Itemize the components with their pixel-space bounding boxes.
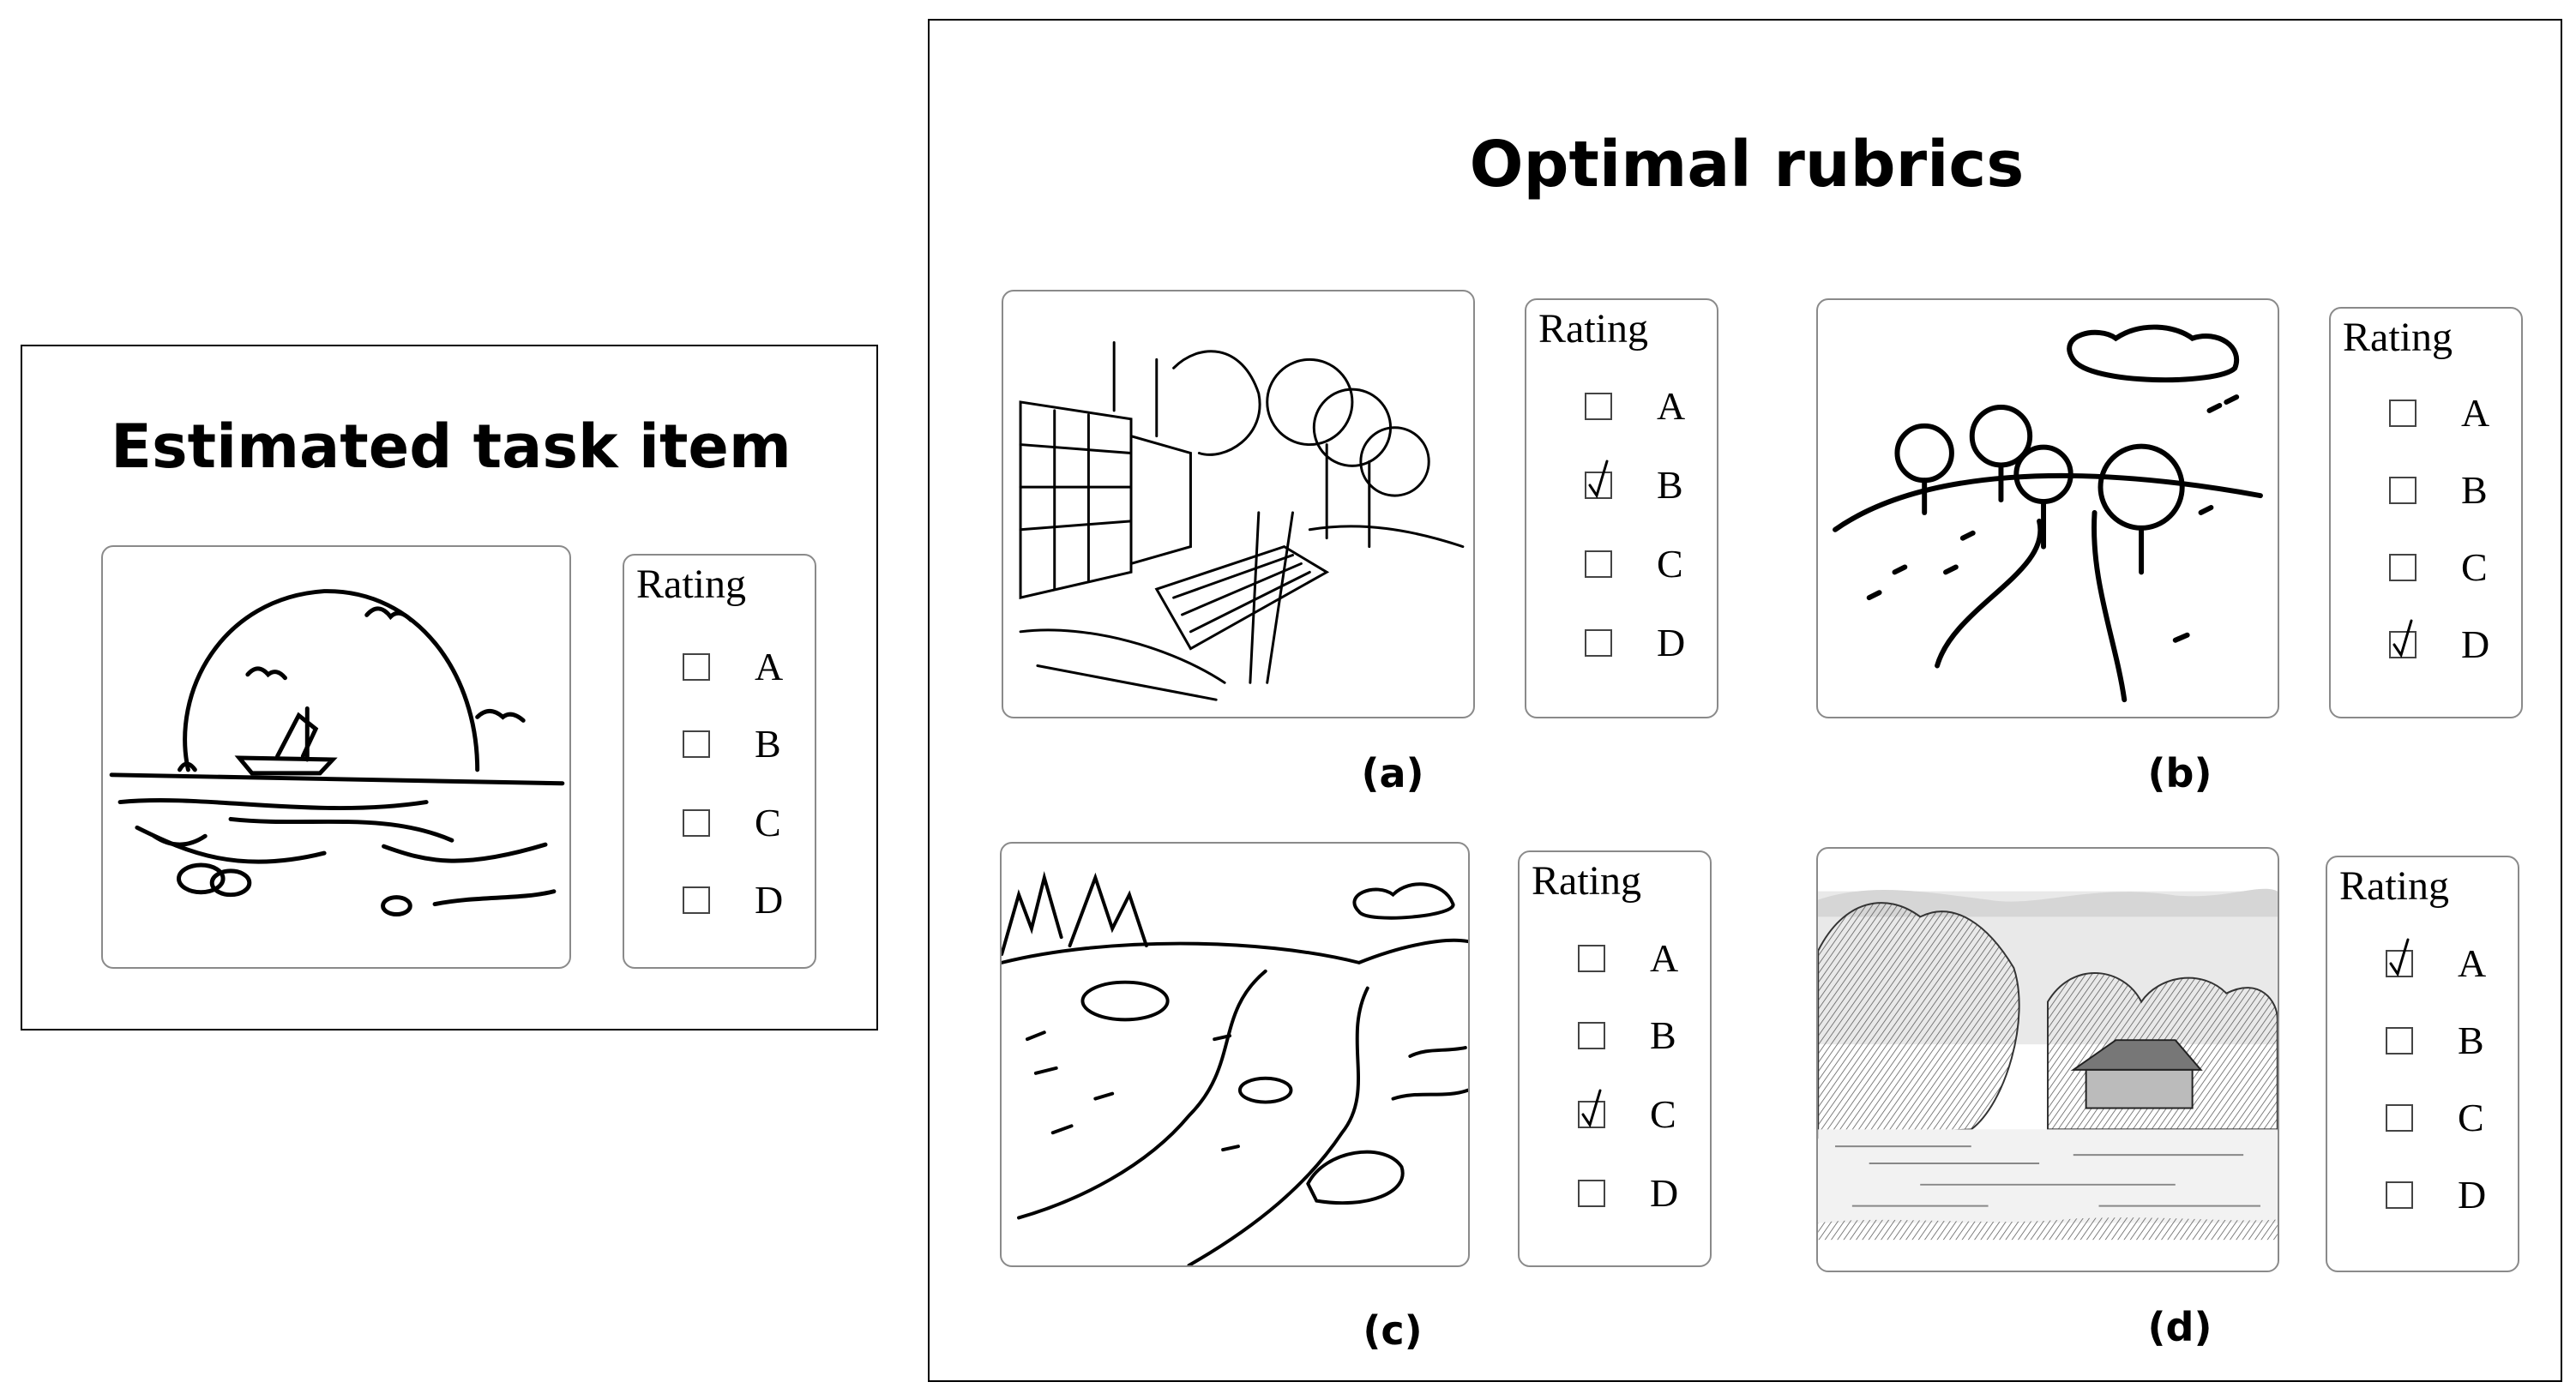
rating-checkbox-a[interactable] [1578,945,1605,972]
rating-checkbox-a[interactable] [2389,400,2417,427]
rating-option-label: D [1650,1171,1679,1215]
rubric-b-image [1816,298,2279,718]
rating-option-c[interactable]: C [1585,538,1713,590]
street-river-sketch-icon [1019,341,1465,701]
rating-checkbox-c[interactable] [2389,554,2417,581]
rating-checkbox-a[interactable] [2386,938,2413,977]
rating-header: Rating [1532,858,1641,904]
check-mark-icon [1588,460,1609,499]
rating-option-a[interactable]: A [1585,381,1713,432]
task-panel: Estimated task item Rating A [21,345,878,1030]
rating-checkbox-b[interactable] [2389,477,2417,504]
rating-checkbox-c[interactable] [2386,1104,2413,1132]
sunset-boat-sketch-icon [109,589,565,916]
rating-option-label: B [755,722,781,766]
rating-checkbox-b[interactable] [1578,1022,1605,1049]
rubrics-panel: Optimal rubrics Rating A B C D (a) [928,19,2562,1382]
rubric-b-caption: (b) [2147,750,2212,796]
rating-option-label: B [2458,1018,2484,1062]
rating-header: Rating [1538,306,1648,352]
rating-option-a[interactable]: A [683,641,811,693]
rating-option-a[interactable]: A [1578,933,1706,984]
rating-checkbox-a[interactable] [683,653,710,681]
rating-option-label: D [755,878,784,922]
rating-option-label: B [1657,463,1683,507]
rating-option-label: C [2458,1096,2484,1139]
rating-option-d[interactable]: D [1585,617,1713,669]
rating-option-label: A [1657,384,1686,428]
check-mark-icon [2392,619,2413,658]
rating-header: Rating [2339,863,2449,909]
check-mark-icon [1581,1089,1602,1128]
rubric-d-rating-box: Rating A B C D [2326,856,2519,1272]
rating-checkbox-d[interactable] [1578,1180,1605,1207]
rubric-c-rating-box: Rating A B C D [1518,850,1712,1267]
rating-option-d[interactable]: D [2386,1169,2514,1221]
rating-option-label: A [755,645,784,688]
rating-option-label: D [1657,621,1686,664]
check-mark-icon [2389,938,2410,977]
rating-option-d[interactable]: D [1578,1168,1706,1219]
rubric-c-image [1000,842,1470,1267]
rubric-d-caption: (d) [2147,1304,2212,1350]
rubric-a-rating-box: Rating A B C D [1525,298,1718,718]
rating-checkbox-c[interactable] [683,809,710,837]
task-rating-box: Rating A B C D [623,554,816,969]
rating-option-a[interactable]: A [2386,938,2514,989]
rating-option-b[interactable]: B [2386,1015,2514,1067]
rating-option-label: C [2461,545,2488,589]
rating-checkbox-d[interactable] [2386,1181,2413,1209]
rating-option-label: C [755,801,781,844]
rubric-a-caption: (a) [1361,750,1424,796]
rating-checkbox-d[interactable] [683,886,710,914]
rating-checkbox-b[interactable] [1585,460,1612,499]
rating-option-c[interactable]: C [1578,1089,1706,1140]
rating-option-label: C [1657,542,1683,586]
rating-option-d[interactable]: D [2389,619,2518,670]
rubric-a-image [1002,290,1475,718]
rubrics-panel-title: Optimal rubrics [1469,128,2025,201]
rating-option-label: B [1650,1013,1676,1057]
rating-option-label: B [2461,468,2488,512]
task-panel-title: Estimated task item [111,412,791,482]
rating-option-d[interactable]: D [683,874,811,926]
rating-checkbox-d[interactable] [2389,619,2417,658]
trees-hill-path-icon [1833,324,2263,703]
rating-option-c[interactable]: C [2386,1092,2514,1144]
rating-header: Rating [2343,315,2453,360]
rating-option-c[interactable]: C [683,797,811,849]
rating-option-b[interactable]: B [1585,460,1713,511]
rating-option-label: A [2461,391,2490,435]
rating-option-label: C [1650,1092,1676,1136]
rating-header: Rating [636,562,746,607]
rating-option-label: A [2458,941,2487,985]
pencil-landscape-with-house-icon [1818,888,2278,1271]
rating-option-label: D [2458,1173,2487,1217]
rating-checkbox-c[interactable] [1585,550,1612,578]
rating-checkbox-d[interactable] [1585,629,1612,657]
rating-option-c[interactable]: C [2389,542,2518,593]
rating-option-b[interactable]: B [683,718,811,770]
rubric-b-rating-box: Rating A B C D [2329,307,2523,718]
rating-checkbox-a[interactable] [1585,393,1612,420]
task-image [101,545,571,969]
rating-option-label: A [1650,936,1679,980]
rating-option-b[interactable]: B [1578,1010,1706,1061]
rating-option-a[interactable]: A [2389,388,2518,439]
rubric-c-caption: (c) [1363,1307,1423,1354]
rating-option-label: D [2461,622,2490,666]
rating-checkbox-b[interactable] [683,730,710,758]
rating-checkbox-b[interactable] [2386,1027,2413,1055]
rating-option-b[interactable]: B [2389,465,2518,516]
rubric-d-image [1816,847,2279,1272]
river-landscape-icon [1002,871,1468,1265]
rating-checkbox-c[interactable] [1578,1089,1605,1128]
